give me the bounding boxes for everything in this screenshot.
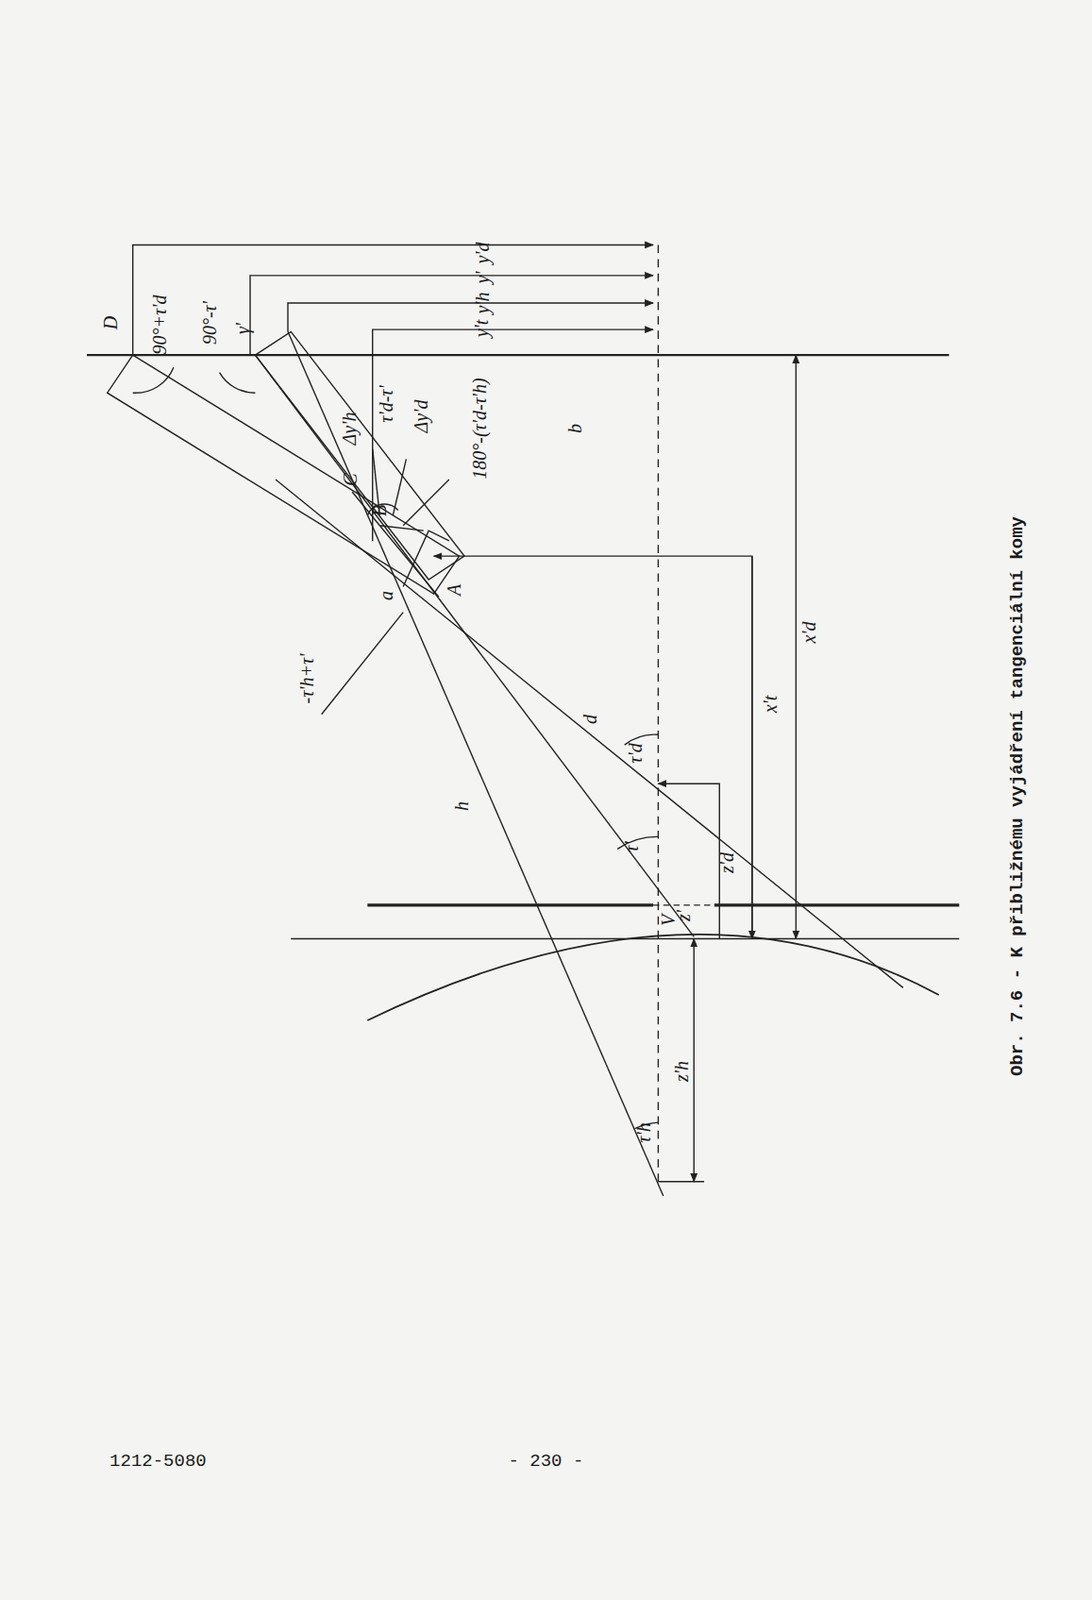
symbol-label: z'h (672, 1060, 691, 1082)
symbol-label: d (580, 714, 600, 724)
symbol-label: D (100, 315, 120, 329)
symbol-label: y' (471, 271, 491, 285)
symbol-label: b (565, 423, 585, 434)
symbol-label: 90°+τ'd (151, 294, 170, 354)
symbol-label: Δy'd (412, 400, 432, 434)
symbol-label: y't (471, 319, 491, 338)
symbol-label: γ' (233, 322, 252, 335)
symbol-label: τ'd-τ' (376, 385, 396, 423)
symbol-label: 180°-(τ'd-τ'h) (470, 377, 489, 480)
symbol-label: C (340, 473, 360, 487)
symbol-label: A (444, 584, 464, 596)
page-footer: 1212-5080 (109, 1452, 207, 1471)
symbol-label: B (369, 504, 389, 517)
symbol-label: y'h (471, 292, 491, 315)
symbol-label: x'd (798, 621, 818, 644)
symbol-label: x't (760, 695, 780, 714)
symbol-label: τ' (621, 841, 640, 853)
symbol-label: a (376, 590, 396, 601)
symbol-label: -τ'h+τ' (296, 654, 316, 705)
symbol-label: τ'h (633, 1123, 653, 1143)
symbol-label: z' (674, 909, 694, 922)
symbol-label: 90°-τ' (200, 301, 219, 345)
figure-caption: Obr. 7.6 - K přibližnému vyjádření tange… (1008, 516, 1027, 1076)
symbol-label: τ'd (625, 742, 645, 763)
symbol-label: h (452, 801, 471, 811)
symbol-label: y'd (471, 242, 491, 265)
symbol-label: Δy'h (340, 412, 360, 446)
symbol-label: z'd (717, 852, 737, 874)
page-footer: - 230 - (508, 1452, 585, 1471)
